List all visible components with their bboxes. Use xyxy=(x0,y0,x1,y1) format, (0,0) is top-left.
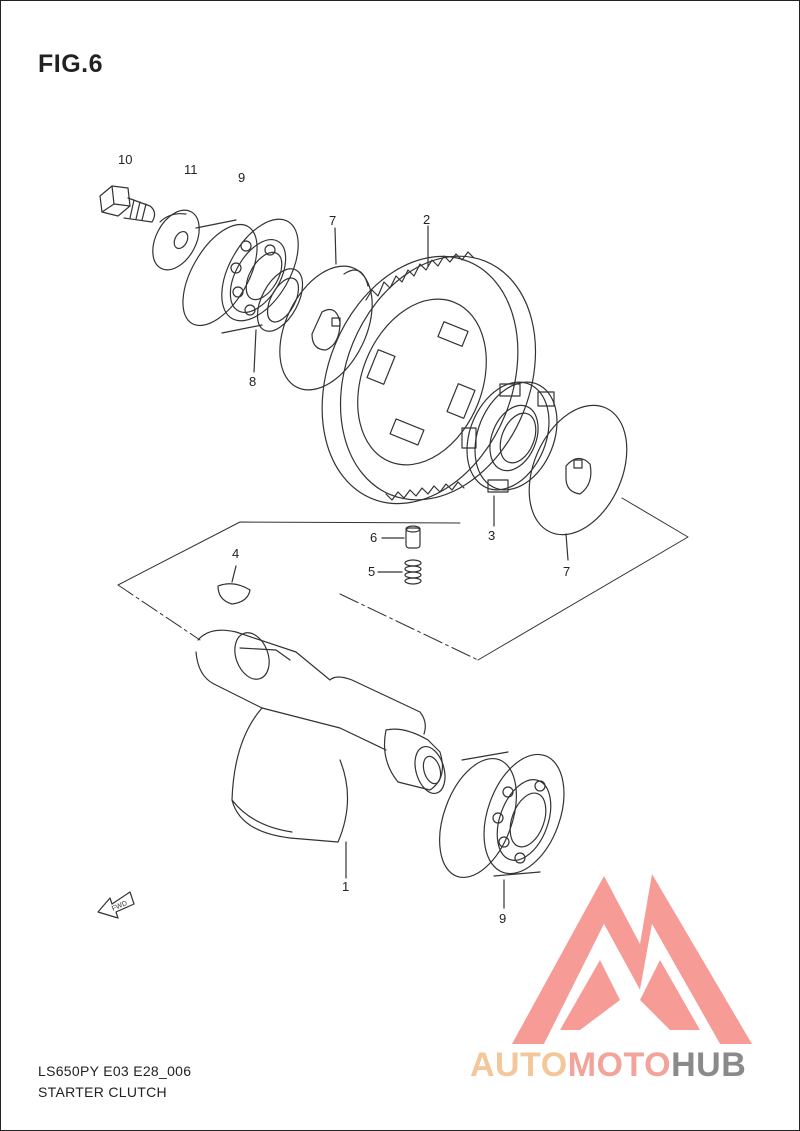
part-spring xyxy=(377,559,422,585)
callout-6: 6 xyxy=(370,530,377,545)
part-oil-seal xyxy=(253,268,304,373)
watermark-auto: AUTO xyxy=(470,1046,568,1084)
fwd-arrow-icon: FWD xyxy=(97,891,135,919)
part-starter-driven-gear xyxy=(321,225,537,505)
callout-7-lower: 7 xyxy=(563,564,570,579)
watermark-logo-icon xyxy=(512,874,752,1044)
part-thrust-washer-lower xyxy=(528,404,628,561)
figure-title: FIG.6 xyxy=(38,50,104,78)
part-bearing-upper xyxy=(182,218,299,334)
watermark-moto: MOTO xyxy=(567,1046,672,1084)
part-thrust-washer-upper xyxy=(279,227,373,391)
callout-8: 8 xyxy=(249,374,256,389)
part-crankshaft xyxy=(195,629,446,879)
model-code: LS650PY E03 E28_006 xyxy=(38,1063,192,1079)
part-washer xyxy=(152,209,200,271)
watermark-text: AUTOMOTOHUB xyxy=(470,1046,746,1085)
callout-1: 1 xyxy=(342,879,349,894)
callout-3: 3 xyxy=(488,528,495,543)
callout-11: 11 xyxy=(184,162,198,177)
assembly-reference-frame xyxy=(117,497,689,661)
callout-10: 10 xyxy=(118,152,132,167)
callout-2: 2 xyxy=(423,212,430,227)
part-pin xyxy=(381,525,421,549)
part-bolt xyxy=(99,185,156,223)
callout-4: 4 xyxy=(232,546,239,561)
callout-7-upper: 7 xyxy=(329,213,336,228)
part-one-way-clutch xyxy=(461,381,558,527)
part-key xyxy=(217,565,251,605)
callout-9-lower: 9 xyxy=(499,911,506,926)
callout-9-upper: 9 xyxy=(238,170,245,185)
group-name: STARTER CLUTCH xyxy=(38,1084,167,1100)
part-bearing-lower xyxy=(439,751,565,909)
callout-5: 5 xyxy=(368,564,375,579)
watermark-hub: HUB xyxy=(671,1046,747,1084)
